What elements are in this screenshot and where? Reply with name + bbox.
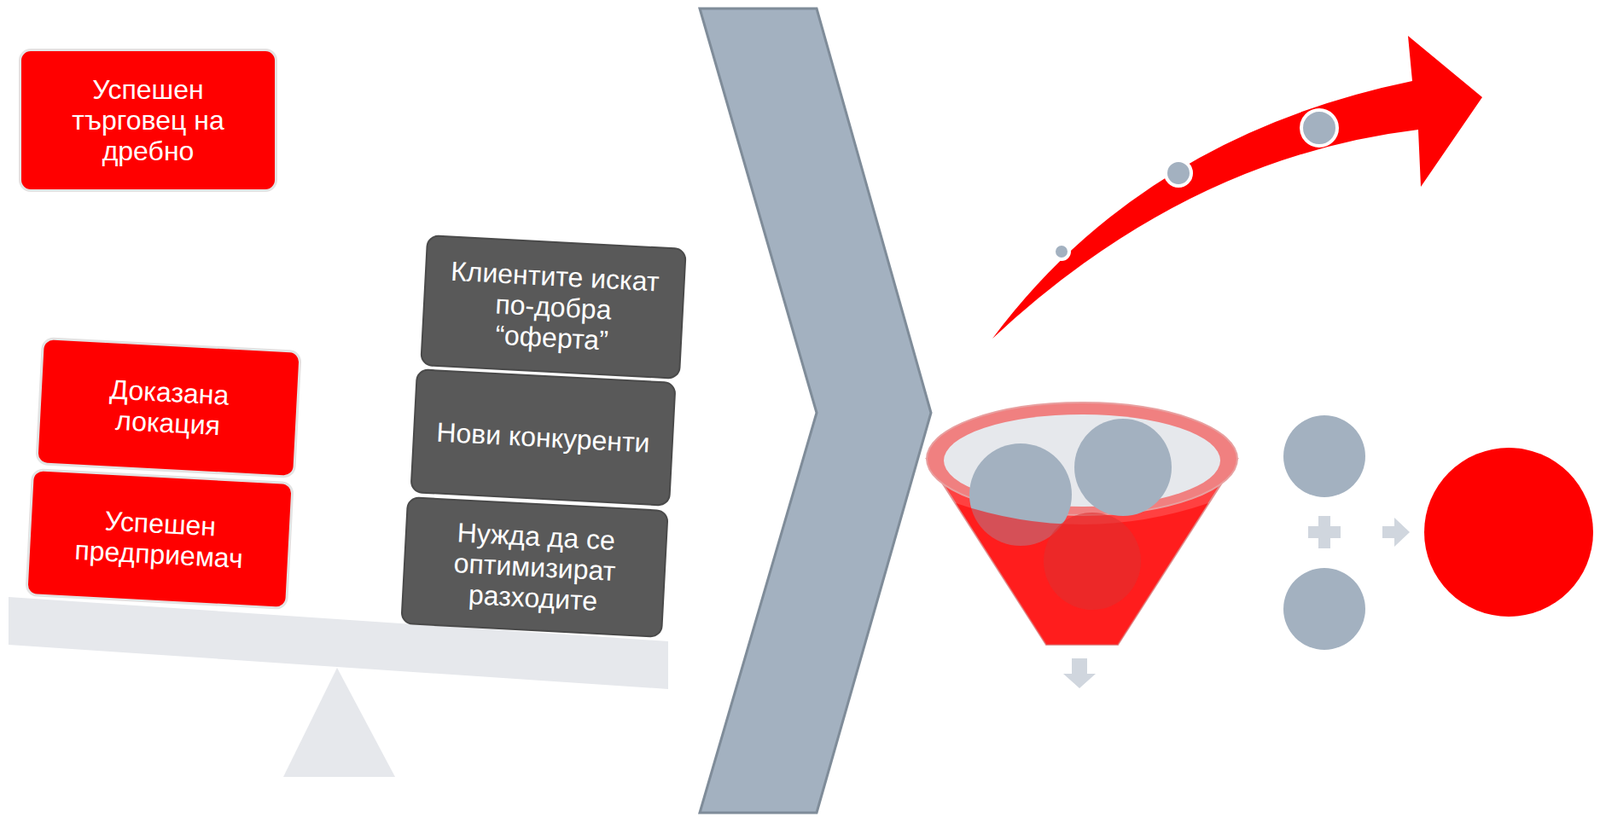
box-label: Успешен търговец на дребно <box>33 74 263 167</box>
funnel-ball <box>1074 418 1172 517</box>
funnel-ball <box>1043 512 1141 611</box>
merge-circle <box>1283 415 1366 498</box>
arrow-dot <box>1053 244 1070 260</box>
pressure-box: Нужда да се оптимизират разходите <box>400 496 669 639</box>
result-circle <box>1424 448 1594 617</box>
box-label: Нужда да се оптимизират разходите <box>414 515 654 620</box>
chevron-arrow <box>699 8 931 814</box>
box-label: Успешен предприемач <box>40 502 278 576</box>
pressure-box: Клиентите искат по-добра “оферта” <box>419 234 687 380</box>
box-label: Нови конкуренти <box>436 416 652 459</box>
arrow-dot <box>1165 160 1192 187</box>
pressure-box: Нови конкуренти <box>409 368 676 507</box>
merge-circle <box>1283 568 1366 651</box>
funnel-front <box>955 503 1209 646</box>
strength-box: Доказана локация <box>34 337 302 479</box>
box-label: Доказана локация <box>51 371 286 445</box>
growth-arrow <box>992 35 1483 339</box>
box-label: Клиентите искат по-добра “оферта” <box>434 255 672 360</box>
down-arrow <box>1063 658 1096 689</box>
retailer-box: Успешен търговец на дребно <box>18 48 278 192</box>
seesaw-fulcrum <box>283 668 396 778</box>
arrow-dot <box>1301 110 1338 146</box>
strength-box: Успешен предприемач <box>24 468 294 611</box>
right-arrow <box>1382 517 1410 547</box>
plus-symbol <box>1308 516 1341 549</box>
